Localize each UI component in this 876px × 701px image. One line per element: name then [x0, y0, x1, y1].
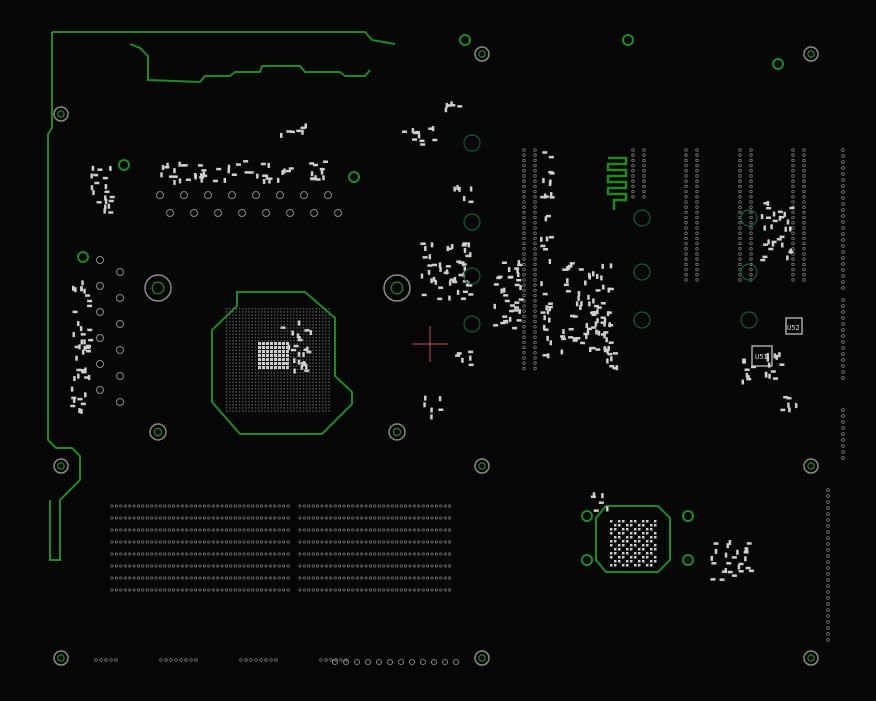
- mounting-hole-ring: [57, 110, 65, 118]
- green-via: [682, 554, 694, 566]
- mounting-hole: [144, 274, 172, 302]
- mounting-hole-ring: [390, 281, 404, 295]
- via-ring: [740, 263, 758, 281]
- green-via: [459, 34, 471, 46]
- via-ring: [463, 134, 481, 152]
- outline-traces: [47, 31, 671, 573]
- mounting-hole-ring: [57, 654, 65, 662]
- mounting-hole: [53, 106, 69, 122]
- mounting-hole-ring: [807, 50, 815, 58]
- green-via: [581, 510, 593, 522]
- smd-pads: [70, 101, 798, 581]
- chipset-outline: [595, 505, 671, 573]
- mounting-hole-ring: [151, 281, 165, 295]
- mounting-hole: [474, 650, 490, 666]
- green-via: [118, 159, 130, 171]
- cpu-socket-outline: [211, 291, 353, 435]
- via-ring: [463, 267, 481, 285]
- mounting-hole-ring: [153, 427, 163, 437]
- mounting-hole-ring: [392, 427, 402, 437]
- mounting-hole: [53, 458, 69, 474]
- mounting-hole: [149, 423, 167, 441]
- mounting-hole: [803, 458, 819, 474]
- via-rings: [77, 34, 784, 566]
- u51-label: U51: [755, 353, 768, 361]
- mounting-hole: [53, 650, 69, 666]
- serpentine-trace: [606, 156, 628, 210]
- mounting-hole: [803, 650, 819, 666]
- drill-holes: [53, 46, 819, 666]
- green-via: [348, 171, 360, 183]
- crosshair-icon[interactable]: [412, 326, 448, 362]
- green-via: [622, 34, 634, 46]
- mounting-hole: [388, 423, 406, 441]
- top-connector-outline: [52, 31, 396, 84]
- via-ring: [633, 263, 651, 281]
- via-ring: [633, 209, 651, 227]
- green-via: [682, 510, 694, 522]
- mounting-hole-ring: [807, 462, 815, 470]
- via-ring: [740, 209, 758, 227]
- via-ring: [463, 213, 481, 231]
- mounting-hole-ring: [478, 462, 486, 470]
- via-ring: [463, 315, 481, 333]
- component-u52: U52: [785, 317, 803, 335]
- mounting-hole: [474, 46, 490, 62]
- green-via: [581, 554, 593, 566]
- mounting-hole-ring: [478, 50, 486, 58]
- dense-pin-arrays: [94, 148, 845, 666]
- mounting-hole: [803, 46, 819, 62]
- mounting-hole-ring: [57, 462, 65, 470]
- mounting-hole-ring: [478, 654, 486, 662]
- left-edge-outline: [47, 32, 81, 561]
- green-via: [77, 251, 89, 263]
- mounting-hole: [474, 458, 490, 474]
- via-ring: [633, 311, 651, 329]
- mounting-hole-ring: [807, 654, 815, 662]
- component-u51: U51: [751, 345, 773, 367]
- u52-label: U52: [787, 324, 800, 332]
- green-via: [772, 58, 784, 70]
- mounting-hole: [383, 274, 411, 302]
- via-ring: [740, 311, 758, 329]
